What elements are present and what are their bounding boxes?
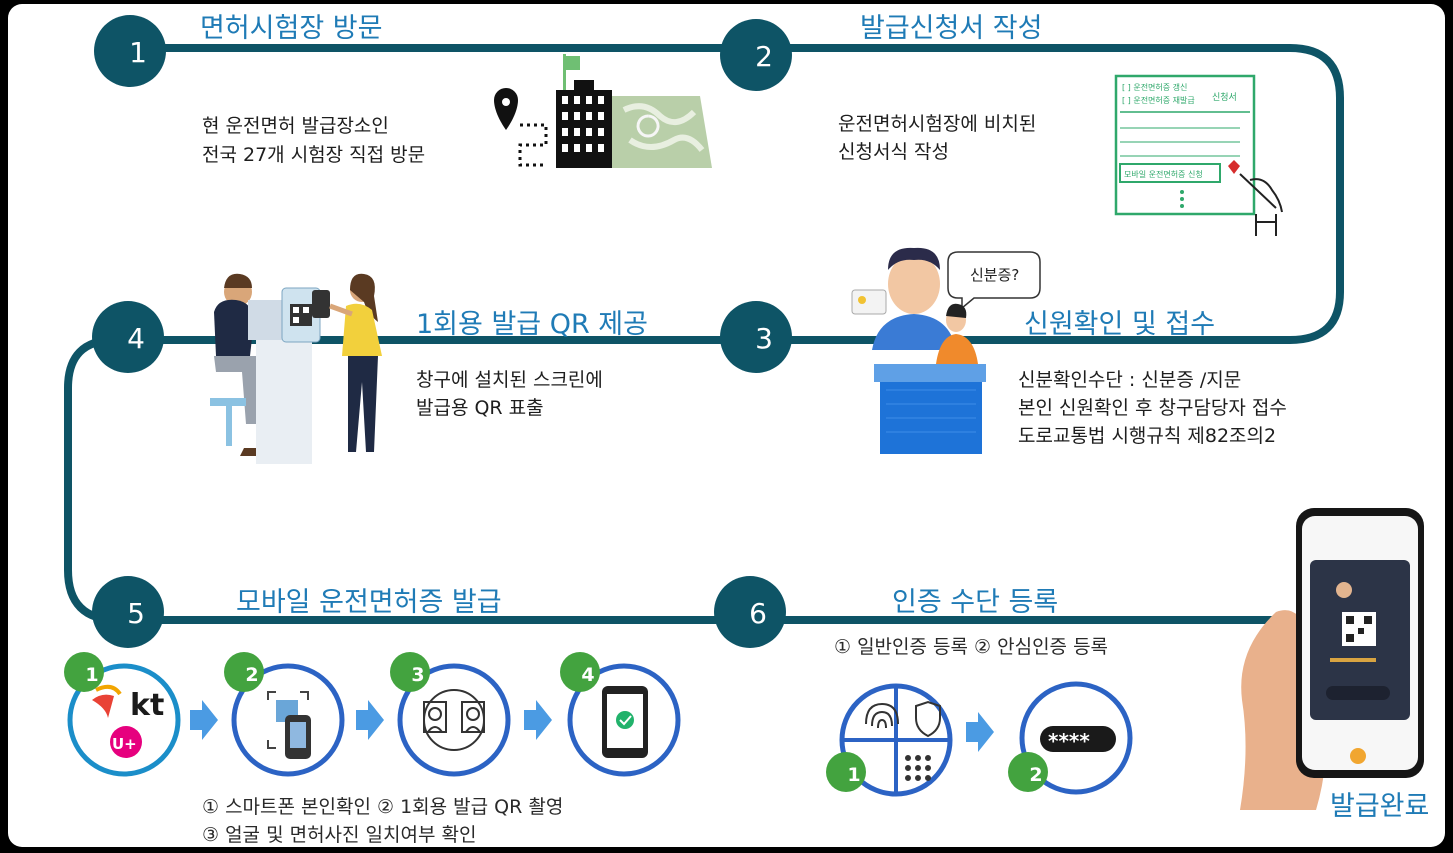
step-3-desc-line-2: 본인 신원확인 후 창구담당자 접수 [1018, 397, 1287, 419]
step-6-number: 6 [749, 597, 767, 630]
step-4-number: 4 [127, 322, 145, 355]
substep-arrow-2 [356, 700, 384, 740]
step-2-desc-line-2: 신청서식 작성 [838, 141, 949, 163]
substep-arrow-1 [190, 700, 218, 740]
diagram-canvas: [ ] 운전면허증 갱신 [ ] 운전면허증 재발급 신청서 모바일 운전면허증… [8, 4, 1445, 847]
step-5-title: 모바일 운전면허증 발급 [236, 587, 502, 618]
substep-badge-4-number: 4 [581, 664, 595, 686]
face-match-circle [397, 663, 511, 777]
form-label-application: 신청서 [1212, 92, 1237, 103]
step-5-circle [92, 576, 164, 648]
step-1-desc-line-1: 현 운전면허 발급장소인 [202, 115, 389, 137]
substep-arrow-3 [524, 700, 552, 740]
phone-check-icon [602, 686, 648, 758]
face-match-icon [423, 689, 485, 751]
lgu-logo-icon [110, 726, 142, 758]
auth-arrow [966, 712, 994, 752]
pin-mask-text: **** [1048, 729, 1090, 753]
step-2-desc-line-1: 운전면허시험장에 비치된 [838, 113, 1037, 135]
form-label-mobile: 모바일 운전면허증 신청 [1124, 169, 1203, 179]
standing-person-figure [312, 273, 382, 452]
step-6-desc-line-1: ① 일반인증 등록 ② 안심인증 등록 [834, 636, 1109, 658]
step-1-desc-line-2: 전국 27개 시험장 직접 방문 [202, 144, 426, 166]
process-diagram: [ ] 운전면허증 갱신 [ ] 운전면허증 재발급 신청서 모바일 운전면허증… [64, 15, 1424, 810]
dotted-route [518, 123, 548, 167]
step-5-desc-line-2: ③ 얼굴 및 면허사진 일치여부 확인 [202, 824, 477, 846]
clerk-figure [936, 303, 978, 364]
speech-bubble [947, 251, 1041, 310]
process-track [64, 44, 1344, 624]
form-label-renew: [ ] 운전면허증 갱신 [1122, 82, 1187, 92]
step-4-desc-line-1: 창구에 설치된 스크린에 [416, 369, 603, 391]
mobile-license-phone [1296, 508, 1424, 778]
step-2-circle [720, 19, 792, 91]
application-form-icon [1114, 74, 1256, 216]
location-pin-icon [494, 88, 518, 130]
substep-badge-4 [560, 652, 600, 692]
reception-counter [874, 364, 986, 454]
step-2-title: 발급신청서 작성 [860, 13, 1043, 44]
step-1-title: 면허시험장 방문 [200, 13, 383, 44]
kiosk-screen [248, 287, 321, 464]
qr-scan-icon [267, 691, 311, 759]
substep-badge-3 [390, 652, 430, 692]
step-4-title: 1회용 발급 QR 제공 [416, 309, 648, 340]
step-6-title: 인증 수단 등록 [892, 587, 1059, 618]
substep-badge-1 [64, 652, 104, 692]
step-4-circle [92, 301, 164, 373]
step-3-title: 신원확인 및 접수 [1024, 309, 1216, 340]
auth-badge-2-number: 2 [1029, 764, 1043, 786]
step-3-desc-line-3: 도로교통법 시행규칙 제82조의2 [1018, 425, 1277, 447]
auth-badge-2 [1008, 752, 1048, 792]
step-1-circle [94, 15, 166, 87]
seated-person-figure [210, 273, 262, 456]
auth-badge-1-number: 1 [847, 764, 861, 786]
step-3-desc-line-1: 신분확인수단 : 신분증 /지문 [1018, 369, 1242, 391]
substep-badge-2 [224, 652, 264, 692]
carrier-kt-logo: kt [130, 688, 164, 723]
substep-badge-3-number: 3 [411, 664, 425, 686]
speech-bubble-text: 신분증? [970, 266, 1019, 284]
substep-badge-1-number: 1 [85, 664, 99, 686]
pin-field-icon [1040, 726, 1116, 752]
substep-badge-2-number: 2 [245, 664, 259, 686]
citizen-figure [851, 247, 956, 350]
writing-hand-icon [1239, 173, 1283, 236]
step-2-number: 2 [755, 40, 773, 73]
skt-logo-icon [92, 684, 122, 718]
auth-badge-1 [826, 752, 866, 792]
biometric-icon [842, 686, 950, 794]
step-6-circle [714, 576, 786, 648]
step-1-number: 1 [129, 36, 147, 69]
building-icon [556, 54, 612, 168]
carrier-u-logo: U+ [112, 735, 137, 753]
step-5-desc-line-1: ① 스마트폰 본인확인 ② 1회용 발급 QR 촬영 [202, 796, 564, 818]
step-5-number: 5 [127, 597, 145, 630]
step-3-number: 3 [755, 322, 773, 355]
form-label-reissue: [ ] 운전면허증 재발급 [1122, 95, 1195, 105]
carrier-circle [67, 663, 181, 777]
step-4-desc-line-2: 발급용 QR 표출 [416, 397, 544, 419]
complete-label: 발급완료 [1330, 791, 1430, 822]
step-3-circle [720, 301, 792, 373]
test-course-map [612, 96, 712, 168]
